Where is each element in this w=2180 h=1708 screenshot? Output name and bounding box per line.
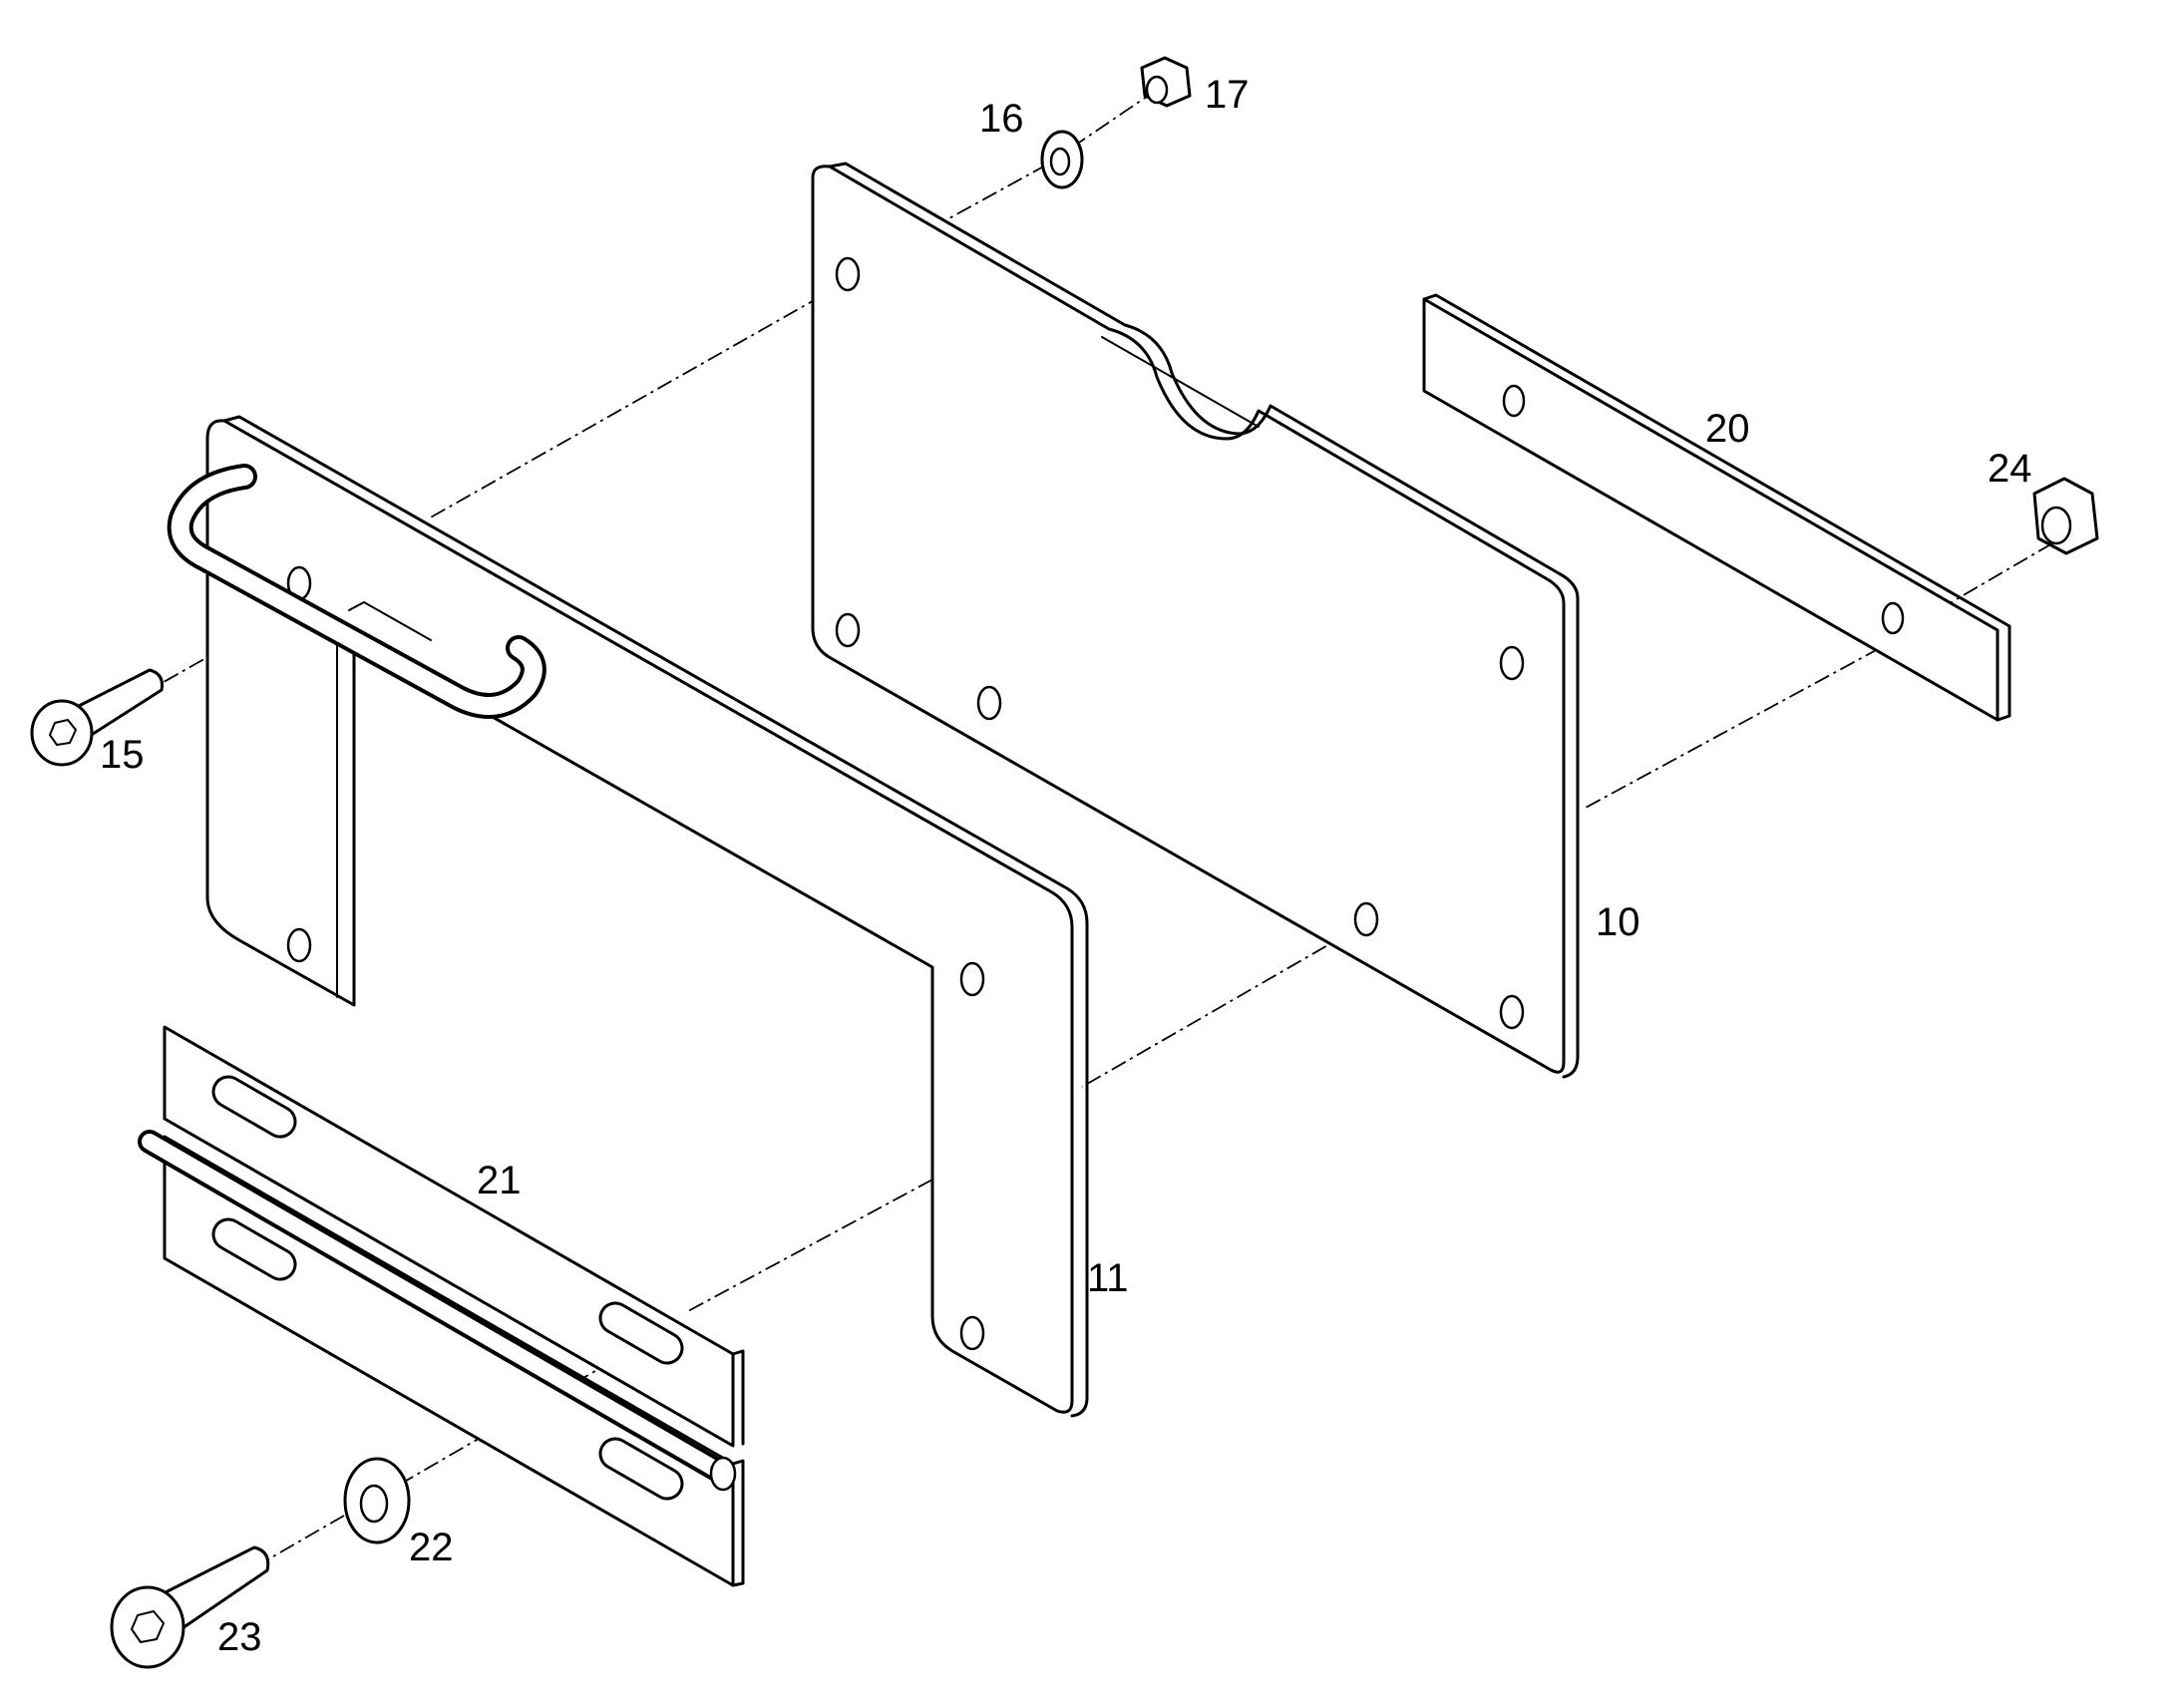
clamp-bar-upper-face bbox=[163, 1025, 735, 1448]
axis-plate-to-bracket-lower bbox=[1081, 916, 1377, 1088]
bracket-hole-lower-left bbox=[286, 927, 312, 963]
callout-15: 15 bbox=[100, 733, 145, 777]
nut-17-bore bbox=[1145, 75, 1169, 105]
callout-24: 24 bbox=[1988, 447, 2032, 491]
screw-15 bbox=[30, 668, 164, 767]
clamp-bar-rod-end bbox=[709, 1456, 737, 1492]
washer-22 bbox=[343, 1457, 411, 1544]
mounting-plate-thickness bbox=[828, 162, 1580, 1079]
mounting-plate-inner-edge bbox=[1101, 336, 1260, 428]
screw-15-shank bbox=[73, 668, 164, 738]
clamp-bar-rod-highlight bbox=[142, 1134, 726, 1479]
strip-hole-left bbox=[1502, 384, 1526, 418]
plate-hole-bottom-right bbox=[1499, 994, 1525, 1030]
nut-24 bbox=[2032, 477, 2099, 555]
nut-17 bbox=[1140, 56, 1192, 108]
strip bbox=[1422, 293, 2011, 722]
screw-23-head bbox=[110, 1585, 185, 1669]
clamp-bar bbox=[138, 1025, 745, 1587]
strip-thickness bbox=[1422, 293, 2011, 722]
callout-22: 22 bbox=[409, 1526, 454, 1569]
nut-24-bore bbox=[2040, 506, 2072, 545]
bracket-thickness bbox=[222, 415, 1089, 1418]
bracket-handle-highlight bbox=[171, 468, 543, 715]
screw-23-shank bbox=[158, 1545, 270, 1632]
clamp-slot-upper-left bbox=[211, 1075, 297, 1139]
axis-bracket-to-clamp bbox=[687, 1179, 933, 1312]
axis-plate-to-bracket bbox=[428, 280, 849, 519]
bracket-hole-right-lower bbox=[959, 1315, 985, 1351]
axis-washer22-to-screw23 bbox=[253, 1515, 345, 1568]
screw-15-head bbox=[30, 699, 94, 767]
callout-10: 10 bbox=[1596, 900, 1640, 944]
screw-15-socket bbox=[49, 719, 77, 746]
callout-21: 21 bbox=[477, 1159, 522, 1202]
callouts: 10 11 15 16 17 20 21 22 23 24 bbox=[100, 73, 2032, 1659]
plate-hole-center bbox=[976, 685, 1002, 721]
screw-23-socket bbox=[131, 1610, 165, 1643]
axis-strip20-to-plate bbox=[1585, 647, 1881, 809]
clamp-slot-upper-right bbox=[598, 1301, 684, 1365]
clamp-slot-lower-left bbox=[211, 1217, 297, 1281]
plate-hole-mid-left bbox=[835, 612, 861, 648]
axis-clamp-to-washer22 bbox=[388, 1345, 639, 1492]
plate-hole-right-upper bbox=[1499, 645, 1525, 681]
callout-17: 17 bbox=[1205, 73, 1250, 117]
screw-23 bbox=[110, 1545, 270, 1669]
washer-16 bbox=[1040, 130, 1084, 189]
clamp-slot-lower-right bbox=[598, 1437, 684, 1501]
washer-16-bore bbox=[1049, 147, 1071, 176]
callout-23: 23 bbox=[217, 1615, 262, 1659]
washer-22-bore bbox=[359, 1484, 389, 1524]
mounting-plate bbox=[811, 162, 1580, 1079]
callout-16: 16 bbox=[979, 97, 1024, 141]
clamp-bar-thickness bbox=[731, 1349, 745, 1587]
callout-11: 11 bbox=[1087, 1256, 1129, 1300]
bracket-hole-right-upper bbox=[959, 961, 985, 997]
callout-20: 20 bbox=[1705, 407, 1750, 451]
bracket-handle-foot bbox=[348, 601, 432, 641]
bracket bbox=[167, 415, 1089, 1418]
plate-hole-top-left bbox=[835, 256, 861, 292]
strip-hole-right bbox=[1881, 601, 1905, 635]
axis-washer16-to-plate bbox=[946, 164, 1048, 220]
plate-hole-right-lower bbox=[1353, 901, 1379, 937]
